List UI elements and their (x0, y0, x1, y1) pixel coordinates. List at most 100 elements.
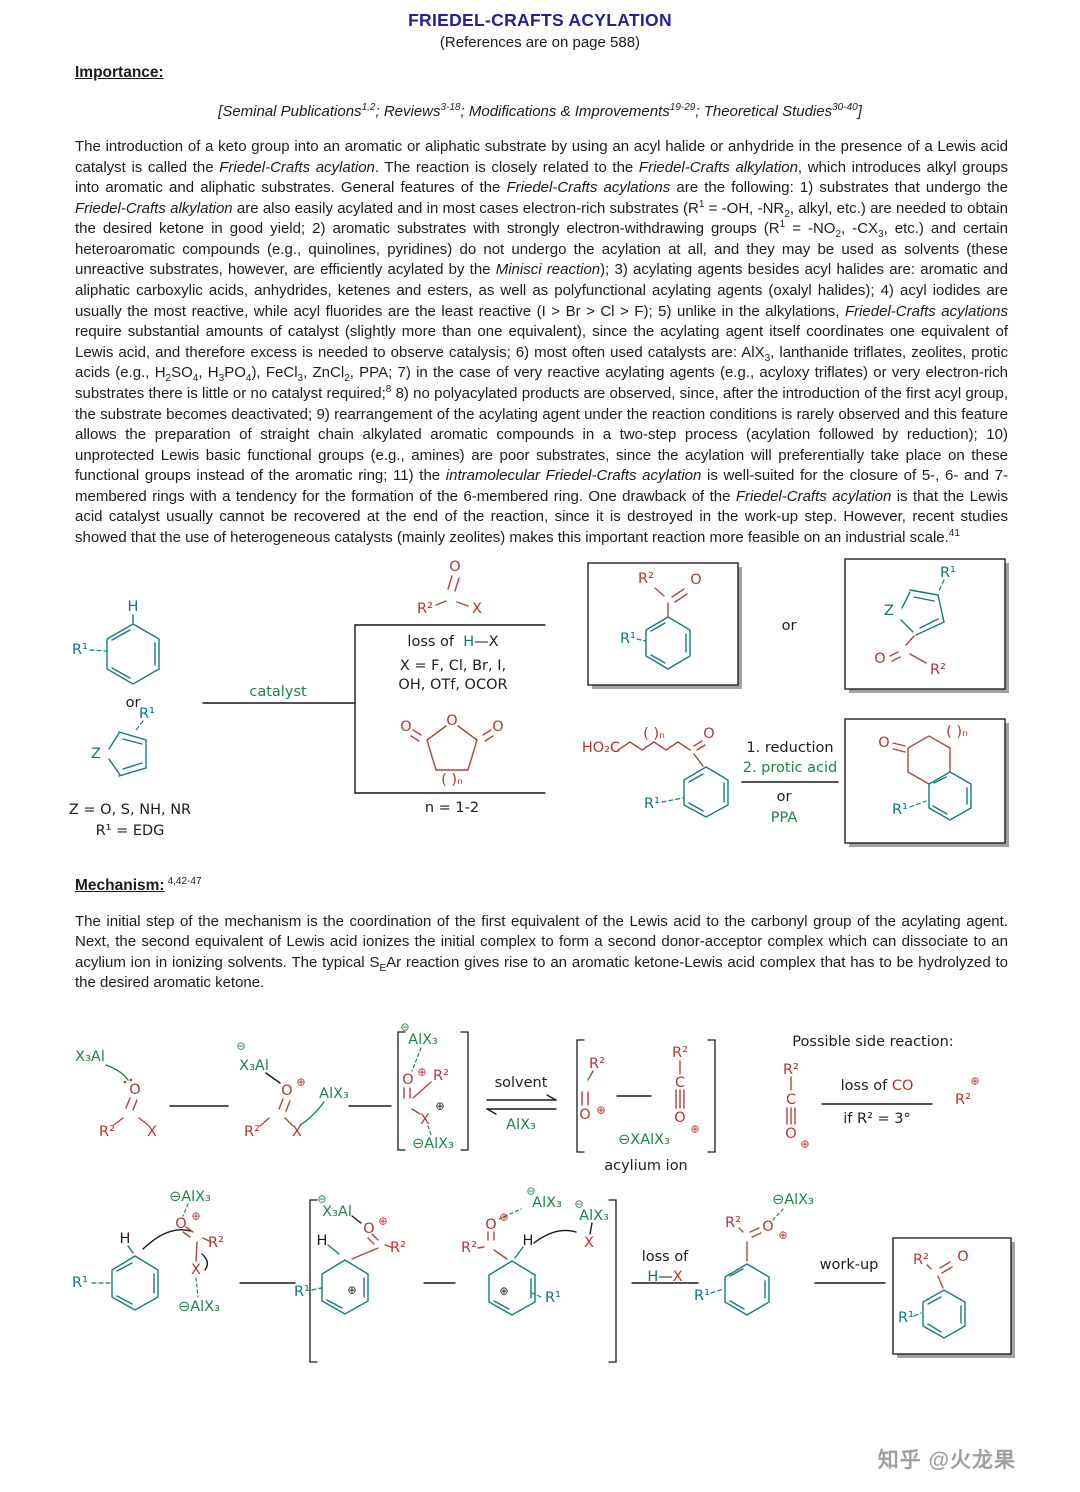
condition-1-reduction: 1. reduction (746, 739, 834, 756)
minus-alx3-h: ⊖AlX₃ (772, 1192, 814, 1209)
c-d2: C (674, 1075, 686, 1092)
keto-acid-structure (617, 739, 729, 818)
product-box-heteroaryl-ketone (844, 557, 1009, 693)
plus-d1: ⊕ (596, 1103, 606, 1117)
r2-h: R² (725, 1215, 741, 1232)
product2-z: Z (884, 602, 894, 619)
x3al-g1: X₃Al (322, 1204, 352, 1221)
plus-c-x: ⊕ (435, 1099, 445, 1113)
product-complex (710, 1208, 886, 1316)
or-substrates-label: or (125, 694, 141, 711)
r2-final: R² (913, 1252, 929, 1269)
product1-r1: R¹ (620, 630, 636, 647)
c-e: C (785, 1092, 797, 1109)
anhydride-o-left: O (400, 718, 412, 735)
condition-or: or (776, 788, 792, 805)
plus-d2: ⊕ (690, 1122, 700, 1136)
x-definition-line1: X = F, Cl, Br, I, (399, 657, 507, 674)
plus-c-o: ⊕ (417, 1065, 427, 1079)
product3-n-paren: ( )ₙ (946, 723, 968, 740)
loss-of-hx: loss of H—X (407, 633, 499, 650)
o-f: O (175, 1216, 187, 1233)
product3-o: O (878, 734, 890, 751)
n-definition: n = 1-2 (424, 799, 480, 816)
plus-h: ⊕ (778, 1228, 788, 1242)
importance-body: The introduction of a keto group into an… (75, 138, 1009, 546)
z-definition: Z = O, S, NH, NR (68, 801, 192, 818)
ketoacid-r1: R¹ (644, 795, 660, 812)
alx3-equilibrium: AlX₃ (506, 1117, 536, 1134)
r1-definition: R¹ = EDG (95, 822, 165, 839)
mechanism-heading: Mechanism:4,42-47 (75, 876, 1005, 895)
r2-g1: R² (390, 1240, 406, 1257)
x3al-b: X₃Al (239, 1058, 269, 1075)
h-g1: H (316, 1233, 328, 1250)
o-b: O (281, 1083, 293, 1100)
minus-alx3-f-bottom: ⊖AlX₃ (178, 1299, 220, 1316)
work-up-label: work-up (819, 1257, 879, 1274)
r2-g2: R² (461, 1240, 477, 1257)
r1-g1: R¹ (294, 1284, 310, 1301)
importance-heading-text: Importance: (75, 64, 164, 81)
product2-o: O (874, 650, 886, 667)
plus-ring-g1: ⊕ (347, 1283, 357, 1297)
h-f: H (119, 1231, 131, 1248)
r2-c: R² (433, 1068, 449, 1085)
o-final: O (957, 1249, 969, 1266)
mechanism-body: The initial step of the mechanism is the… (75, 912, 1008, 992)
alx3-g2: AlX₃ (532, 1195, 562, 1212)
product1-o: O (690, 571, 702, 588)
anhydride-ring-o: O (446, 712, 458, 729)
r2-b: R² (244, 1124, 260, 1141)
acyl-halide-structure (435, 574, 469, 607)
acyl-halide-r2: R² (417, 600, 433, 617)
x-b: X (292, 1124, 302, 1141)
product-box-cyclic-ketone (844, 717, 1009, 847)
z-atom-label: Z (91, 745, 101, 762)
scheme2-drawing (91, 1031, 1015, 1363)
r2-d1: R² (589, 1056, 605, 1073)
minus-g2: ⊖ (526, 1184, 536, 1198)
step2-ionization (259, 1072, 392, 1127)
substrate-heteroarene (108, 719, 147, 777)
sear-attack (91, 1203, 296, 1311)
r1-g2: R¹ (545, 1290, 561, 1307)
or-products-label: or (781, 617, 797, 634)
step1-coordination (105, 1064, 229, 1126)
minus-g1: ⊖ (317, 1192, 327, 1206)
x-c: X (420, 1112, 430, 1129)
h-g2: H (522, 1233, 534, 1250)
equilibrium-arrows (486, 1094, 557, 1115)
r1-benzene-label: R¹ (72, 641, 88, 658)
r1-final: R¹ (898, 1310, 914, 1327)
o-g1: O (363, 1221, 375, 1238)
alx3-c: AlX₃ (408, 1032, 438, 1049)
scheme1-drawing (89, 557, 1009, 847)
x3al-a: X₃Al (75, 1049, 105, 1066)
side-reaction-title: Possible side reaction: (792, 1034, 954, 1051)
watermark: 知乎 @火龙果 (877, 1449, 1016, 1472)
plus-b: ⊕ (296, 1075, 306, 1089)
o-h: O (762, 1219, 774, 1236)
r1-h: R¹ (694, 1288, 710, 1305)
condition-ppa: PPA (770, 809, 798, 826)
alx3-b-attack: AlX₃ (319, 1086, 349, 1103)
r2-f: R² (208, 1235, 224, 1252)
cyclic-anhydride-structure (410, 724, 494, 771)
r2-a: R² (99, 1124, 115, 1141)
hx-2: H—X (647, 1269, 683, 1286)
ketoacid-ho2c: HO₂C (581, 739, 621, 756)
product2-r1: R¹ (940, 564, 956, 581)
h-substituent-label: H (127, 598, 139, 615)
loss-of-co: loss of CO (840, 1078, 914, 1095)
loss-of-2: loss of (641, 1249, 689, 1266)
x-g3: X (584, 1235, 594, 1252)
page-title: FRIEDEL-CRAFTS ACYLATION (408, 10, 672, 30)
r2-d2: R² (672, 1045, 688, 1062)
ketoacid-n-paren: ( )ₙ (643, 725, 665, 742)
final-product-box (892, 1237, 1015, 1359)
